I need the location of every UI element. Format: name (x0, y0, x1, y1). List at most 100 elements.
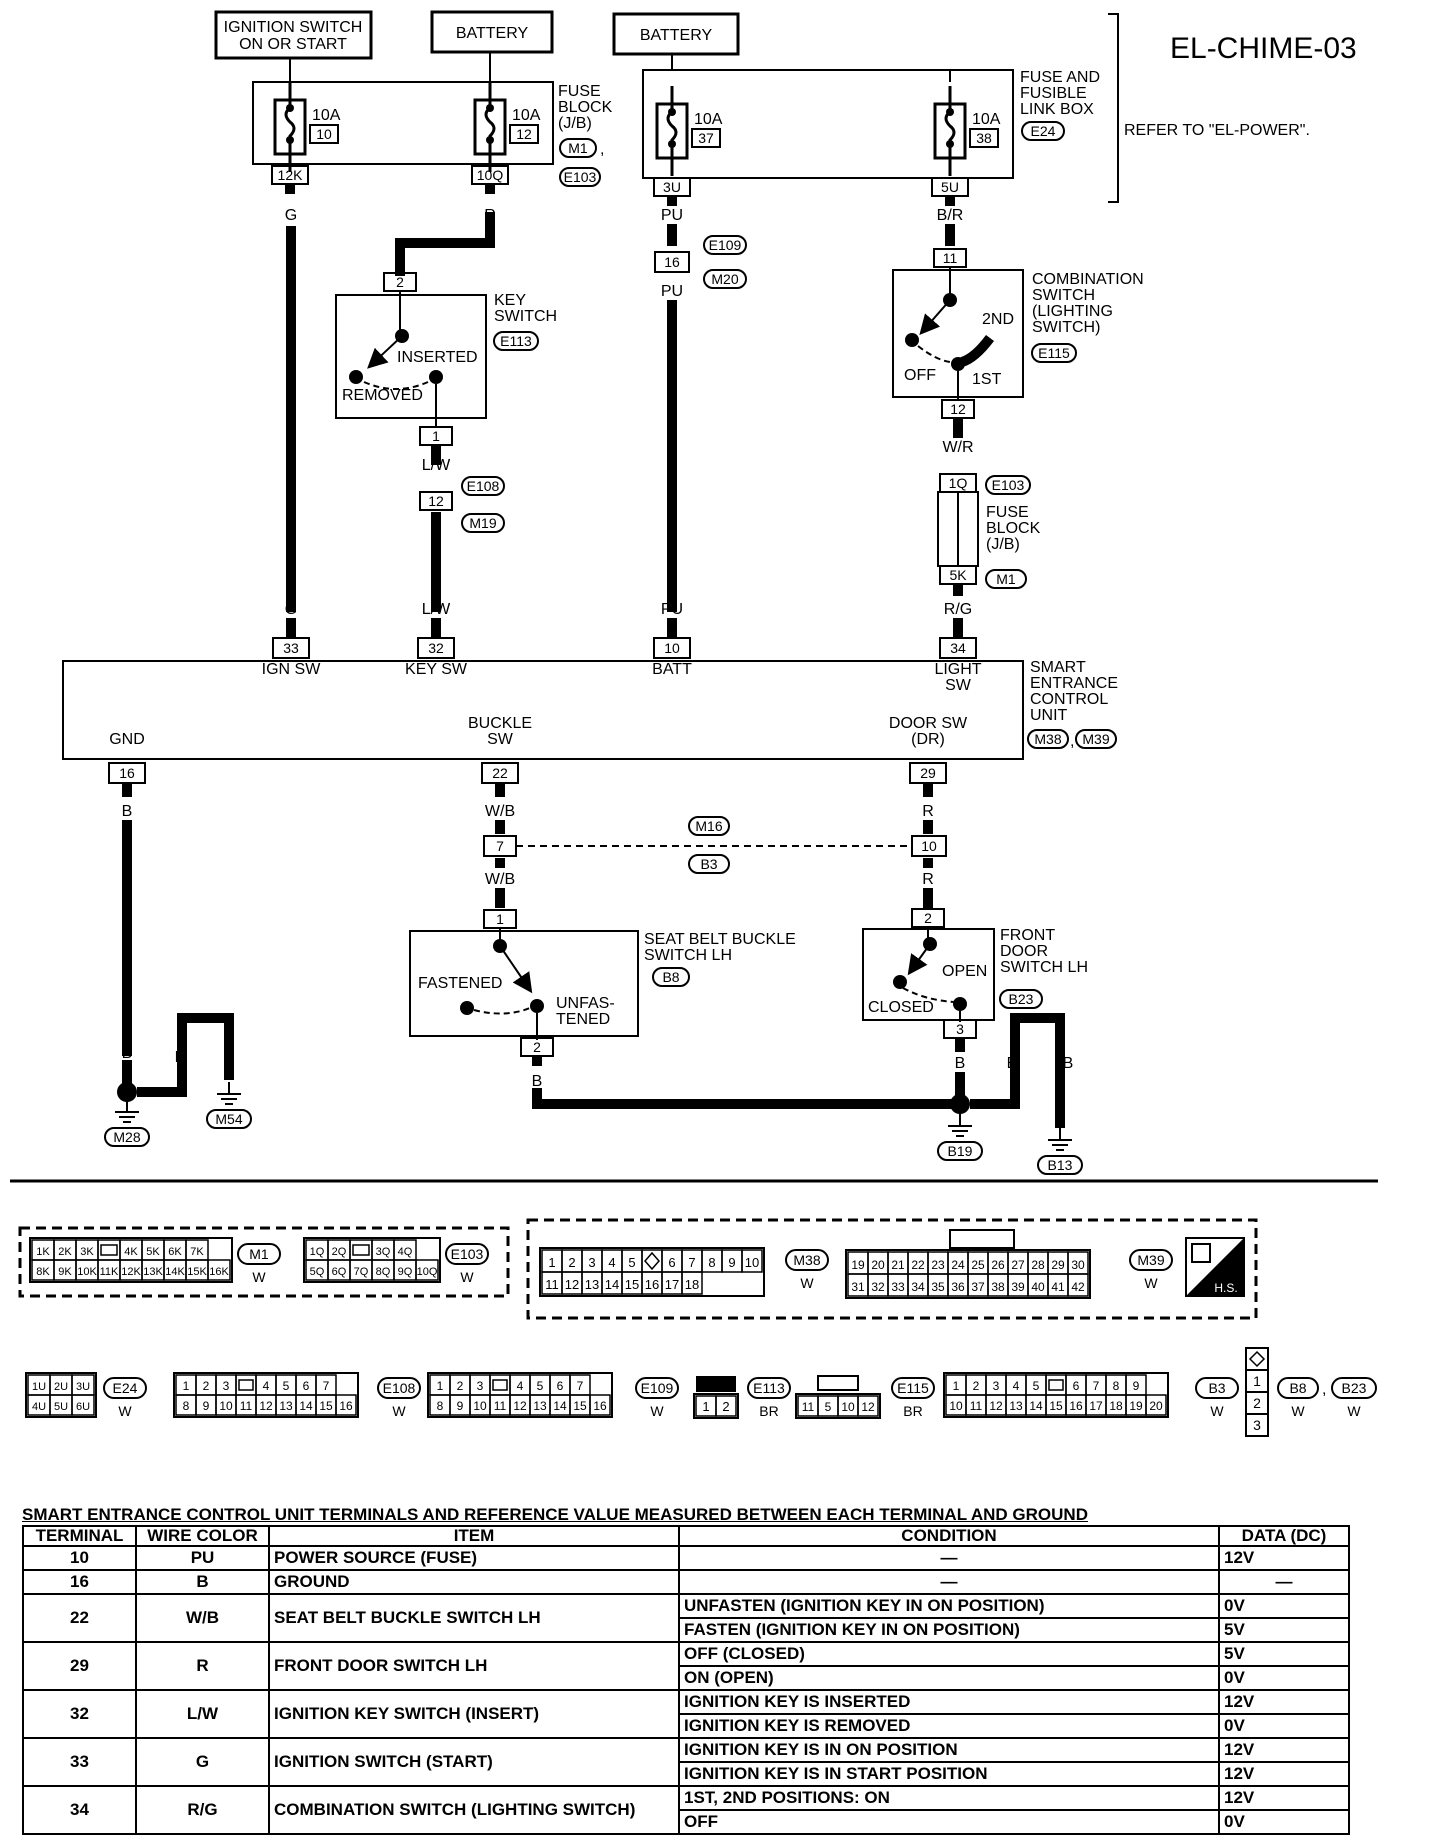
svg-text:11K: 11K (100, 1266, 119, 1278)
conn-badge-m19 (461, 513, 505, 533)
svg-text:2: 2 (396, 274, 404, 290)
svg-text:3Q: 3Q (376, 1246, 391, 1258)
cell-terminal: 29 (22, 1641, 137, 1691)
svg-text:6K: 6K (168, 1246, 182, 1258)
svg-text:5K: 5K (949, 567, 967, 583)
svg-text:10A: 10A (312, 107, 341, 124)
svg-text:21: 21 (891, 1258, 905, 1272)
svg-text:5: 5 (825, 1400, 832, 1414)
svg-text:2Q: 2Q (332, 1246, 347, 1258)
svg-text:W: W (800, 1275, 814, 1291)
svg-text:SW: SW (487, 731, 514, 748)
cell-terminal: 34 (22, 1785, 137, 1835)
svg-text:,: , (600, 141, 604, 158)
svg-text:B: B (224, 1049, 235, 1066)
harness-side-icon: H.S. (1185, 1237, 1245, 1297)
svg-text:W: W (1347, 1403, 1361, 1419)
conn-badge-e109 (703, 235, 747, 255)
svg-text:2: 2 (533, 1039, 541, 1055)
conn-badge-b23 (999, 989, 1043, 1009)
svg-text:10: 10 (664, 640, 680, 656)
battery-source-1: BATTERY (430, 10, 554, 54)
svg-text:8: 8 (183, 1399, 190, 1413)
header-condition: CONDITION (678, 1525, 1220, 1547)
svg-text:B/R: B/R (937, 207, 964, 224)
svg-text:10A: 10A (512, 107, 541, 124)
svg-text:B3: B3 (700, 856, 717, 872)
connector-label-b3: B3W (1195, 1377, 1239, 1419)
svg-text:10Q: 10Q (417, 1266, 438, 1278)
svg-text:REMOVED: REMOVED (342, 387, 423, 404)
svg-text:4: 4 (608, 1255, 615, 1270)
svg-text:1: 1 (437, 1379, 444, 1393)
svg-text:IGN SW: IGN SW (262, 661, 322, 678)
table-title: SMART ENTRANCE CONTROL UNIT TERMINALS AN… (22, 1505, 1088, 1524)
cell-data: — (1218, 1569, 1350, 1595)
svg-text:29: 29 (1051, 1258, 1065, 1272)
svg-text:5K: 5K (146, 1246, 160, 1258)
svg-text:L/W: L/W (422, 457, 451, 474)
wire-pu-batt (667, 300, 677, 612)
svg-text:14: 14 (605, 1277, 619, 1292)
conn-badge-m1 (559, 138, 597, 158)
svg-text:R: R (922, 871, 934, 888)
conn-badge-e24 (1021, 121, 1065, 141)
svg-text:2: 2 (973, 1379, 980, 1393)
svg-text:OFF: OFF (904, 367, 936, 384)
svg-text:8Q: 8Q (376, 1266, 391, 1278)
conn-badge-m39 (1075, 729, 1117, 749)
svg-text:8: 8 (708, 1255, 715, 1270)
cell-item: POWER SOURCE (FUSE) (268, 1545, 680, 1571)
cell-terminal: 33 (22, 1737, 137, 1787)
svg-text:10Q: 10Q (477, 167, 504, 183)
svg-text:28: 28 (1031, 1258, 1045, 1272)
svg-text:32: 32 (871, 1280, 885, 1294)
svg-text:E109: E109 (641, 1380, 674, 1396)
wire-b-buckle-ground (532, 1088, 955, 1109)
svg-text:1: 1 (702, 1399, 709, 1414)
svg-text:E113: E113 (753, 1380, 785, 1396)
seat-belt-buckle-switch: 1 FASTENED UNFAS-TENED 2 SEAT BELT BUCKL… (409, 909, 796, 1057)
svg-text:6U: 6U (76, 1401, 90, 1413)
cell-condition: ON (OPEN) (678, 1665, 1220, 1691)
svg-text:2: 2 (722, 1399, 729, 1414)
svg-text:E109: E109 (709, 237, 742, 253)
svg-text:14: 14 (1029, 1399, 1043, 1413)
svg-text:1U: 1U (32, 1381, 46, 1393)
svg-text:DOOR SW: DOOR SW (889, 715, 968, 732)
svg-text:BATT: BATT (652, 661, 692, 678)
svg-text:4: 4 (263, 1379, 270, 1393)
svg-text:19: 19 (1129, 1399, 1143, 1413)
svg-text:13K: 13K (143, 1266, 163, 1278)
table-header-row: TERMINAL WIRE COLOR ITEM CONDITION DATA … (22, 1525, 1350, 1547)
svg-text:16: 16 (645, 1277, 659, 1292)
svg-text:B: B (955, 1055, 966, 1072)
svg-text:M19: M19 (469, 515, 496, 531)
svg-text:13: 13 (1009, 1399, 1023, 1413)
svg-text:7: 7 (577, 1379, 584, 1393)
cell-item: IGNITION SWITCH (START) (268, 1737, 680, 1787)
cell-condition: IGNITION KEY IS INSERTED (678, 1689, 1220, 1715)
conn-badge-m38 (1027, 729, 1069, 749)
wire-lw-key (431, 512, 441, 612)
svg-text:M38: M38 (793, 1252, 820, 1268)
